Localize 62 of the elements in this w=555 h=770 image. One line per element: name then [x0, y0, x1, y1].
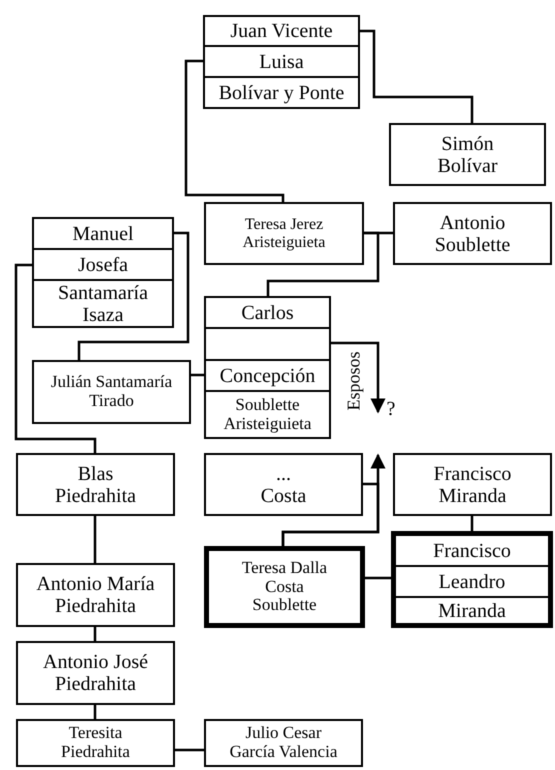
person-name: Soublette Aristeiguieta [222, 396, 312, 434]
name-box [203, 45, 360, 78]
connector-line [266, 232, 380, 296]
arrow [331, 342, 386, 414]
person-name: Antonio José Piedrahita [42, 651, 149, 695]
person-name: Julio Cesar García Valencia [228, 724, 338, 762]
name-box [16, 641, 175, 705]
person-name: ? [386, 398, 396, 420]
connector-line [94, 516, 96, 563]
name-box [389, 123, 546, 186]
name-box [32, 217, 174, 250]
connector-line [470, 516, 474, 534]
name-box [203, 76, 360, 109]
name-box [32, 279, 174, 328]
name-box [16, 563, 175, 627]
person-name: Juan Vicente [230, 20, 333, 42]
name-box [204, 546, 365, 628]
person-name: Leandro [438, 570, 506, 592]
connector-line [78, 232, 190, 360]
name-box [16, 453, 175, 516]
connector-line [14, 264, 96, 453]
connector-line [191, 374, 204, 376]
name-box [32, 248, 174, 281]
name-box [393, 453, 552, 516]
name-box [203, 15, 360, 47]
empty-box [204, 327, 331, 361]
name-box [16, 719, 175, 767]
edge-label: Esposos [344, 352, 362, 410]
person-name: Bolívar y Ponte [218, 82, 344, 104]
person-name: Teresa Dalla Costa Soublette [240, 558, 328, 616]
name-box [393, 202, 552, 265]
name-box [204, 453, 363, 516]
person-name: Luisa [259, 50, 304, 72]
person-name: Antonio Soublette [434, 212, 512, 256]
person-name: Julián Santamaría Tirado [50, 373, 174, 411]
name-box [204, 719, 363, 767]
person-name: Concepción [220, 364, 316, 386]
person-name: Francisco Miranda [432, 462, 512, 506]
person-name: Miranda [438, 600, 506, 622]
name-box [204, 359, 331, 392]
person-name: Carlos [241, 302, 294, 324]
connector-line [360, 30, 474, 123]
connector-line [282, 482, 380, 546]
person-name: Antonio María Piedrahita [35, 573, 156, 617]
person-name: Teresa Jerez Aristeiguieta [242, 216, 326, 252]
person-name: Santamaría Isaza [57, 282, 149, 326]
connector-line [184, 60, 284, 202]
name-box [32, 360, 191, 424]
person-name: Simón Bolívar [436, 132, 498, 176]
connector-line [94, 705, 96, 719]
person-name: ... Costa [260, 462, 308, 506]
person-name: Teresita Piedrahita [60, 724, 131, 762]
name-box [204, 296, 331, 329]
connector-line [175, 748, 204, 752]
group-box [391, 531, 553, 628]
person-name: Manuel [72, 222, 134, 244]
person-name: Francisco [433, 540, 511, 562]
person-name: Blas Piedrahita [54, 462, 138, 506]
name-box [204, 202, 364, 265]
person-name: Josefa [78, 254, 128, 276]
connector-line [94, 627, 96, 641]
name-box [204, 390, 331, 439]
